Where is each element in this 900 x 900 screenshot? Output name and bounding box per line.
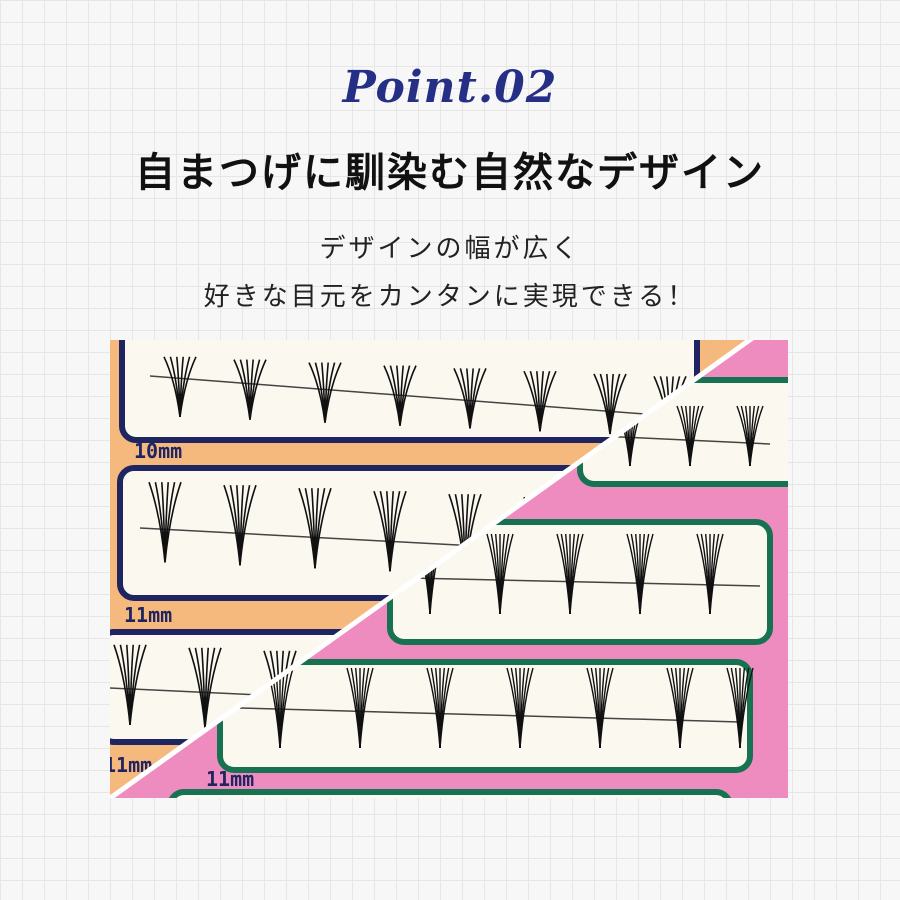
right-tray-4: [167, 789, 733, 798]
lash-tray-illustration: 10mm 11mm 11mm 11mm: [110, 340, 788, 798]
lash-cluster: [586, 667, 614, 749]
point-heading: Point.02: [342, 62, 558, 113]
lash-cluster: [453, 368, 487, 429]
panel-divider: [110, 340, 754, 798]
right-length-label-1: 11mm: [206, 767, 254, 791]
lash-cluster: [298, 487, 332, 569]
lash-cluster: [346, 667, 374, 749]
lash-cluster: [676, 405, 704, 467]
lash-cluster: [383, 365, 417, 426]
lash-cluster: [113, 644, 147, 725]
lash-cluster: [426, 667, 454, 749]
lash-cluster: [626, 533, 654, 615]
lash-cluster: [506, 667, 534, 749]
left-length-label-2: 11mm: [124, 603, 172, 627]
lash-cluster: [736, 405, 764, 467]
lash-cluster: [696, 533, 724, 615]
lash-cluster: [148, 481, 182, 563]
lash-cluster: [163, 356, 197, 417]
subtitle-line-2: 好きな目元をカンタンに実現できる！: [203, 282, 697, 312]
lash-cluster: [556, 533, 584, 615]
left-length-label-1: 10mm: [134, 439, 182, 463]
page-title: 自まつげに馴染む自然なデザイン: [135, 150, 765, 196]
lash-cluster: [666, 667, 694, 749]
lash-cluster: [188, 647, 222, 728]
lash-cluster: [593, 373, 627, 435]
subtitle-line-1: デザインの幅が広く: [319, 234, 581, 264]
product-photo: 10mm 11mm 11mm 11mm: [110, 340, 788, 798]
lash-cluster: [308, 362, 342, 423]
lash-cluster: [523, 370, 557, 432]
lash-cluster: [486, 533, 514, 615]
lash-cluster: [233, 359, 267, 420]
lash-cluster: [726, 667, 754, 749]
right-tray-3: [217, 659, 753, 773]
lash-cluster: [223, 484, 257, 566]
lash-cluster: [373, 490, 407, 572]
